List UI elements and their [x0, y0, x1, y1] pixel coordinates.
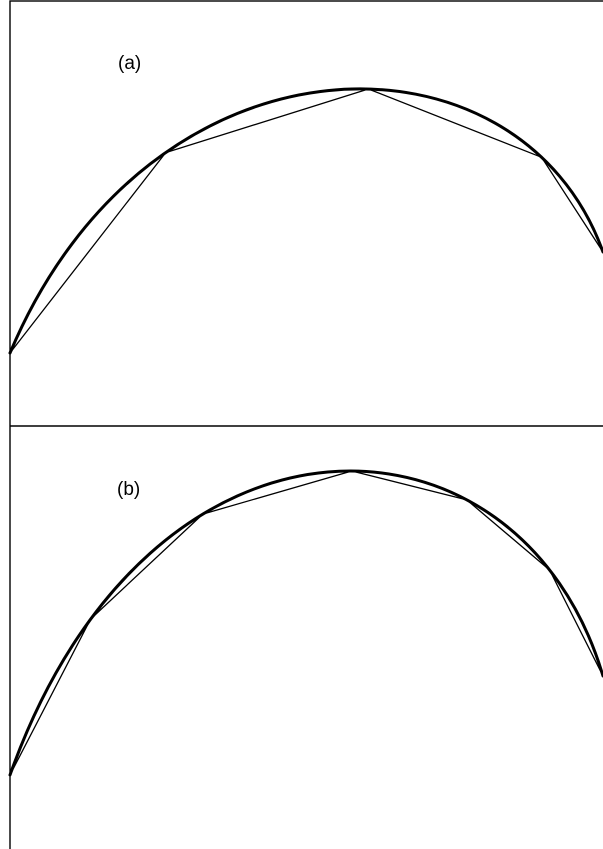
panel-a-curve: [8, 87, 603, 355]
panel-a-chord-polyline: [9, 88, 603, 354]
panel-b: (b): [8, 469, 603, 777]
panel-b-chord-polyline: [9, 470, 603, 776]
figure-frame: [9, 0, 603, 849]
panel-a-label: (a): [118, 53, 141, 74]
panel-b-label: (b): [117, 479, 140, 500]
panel-b-curve: [8, 469, 603, 777]
panel-a: (a): [8, 53, 603, 355]
